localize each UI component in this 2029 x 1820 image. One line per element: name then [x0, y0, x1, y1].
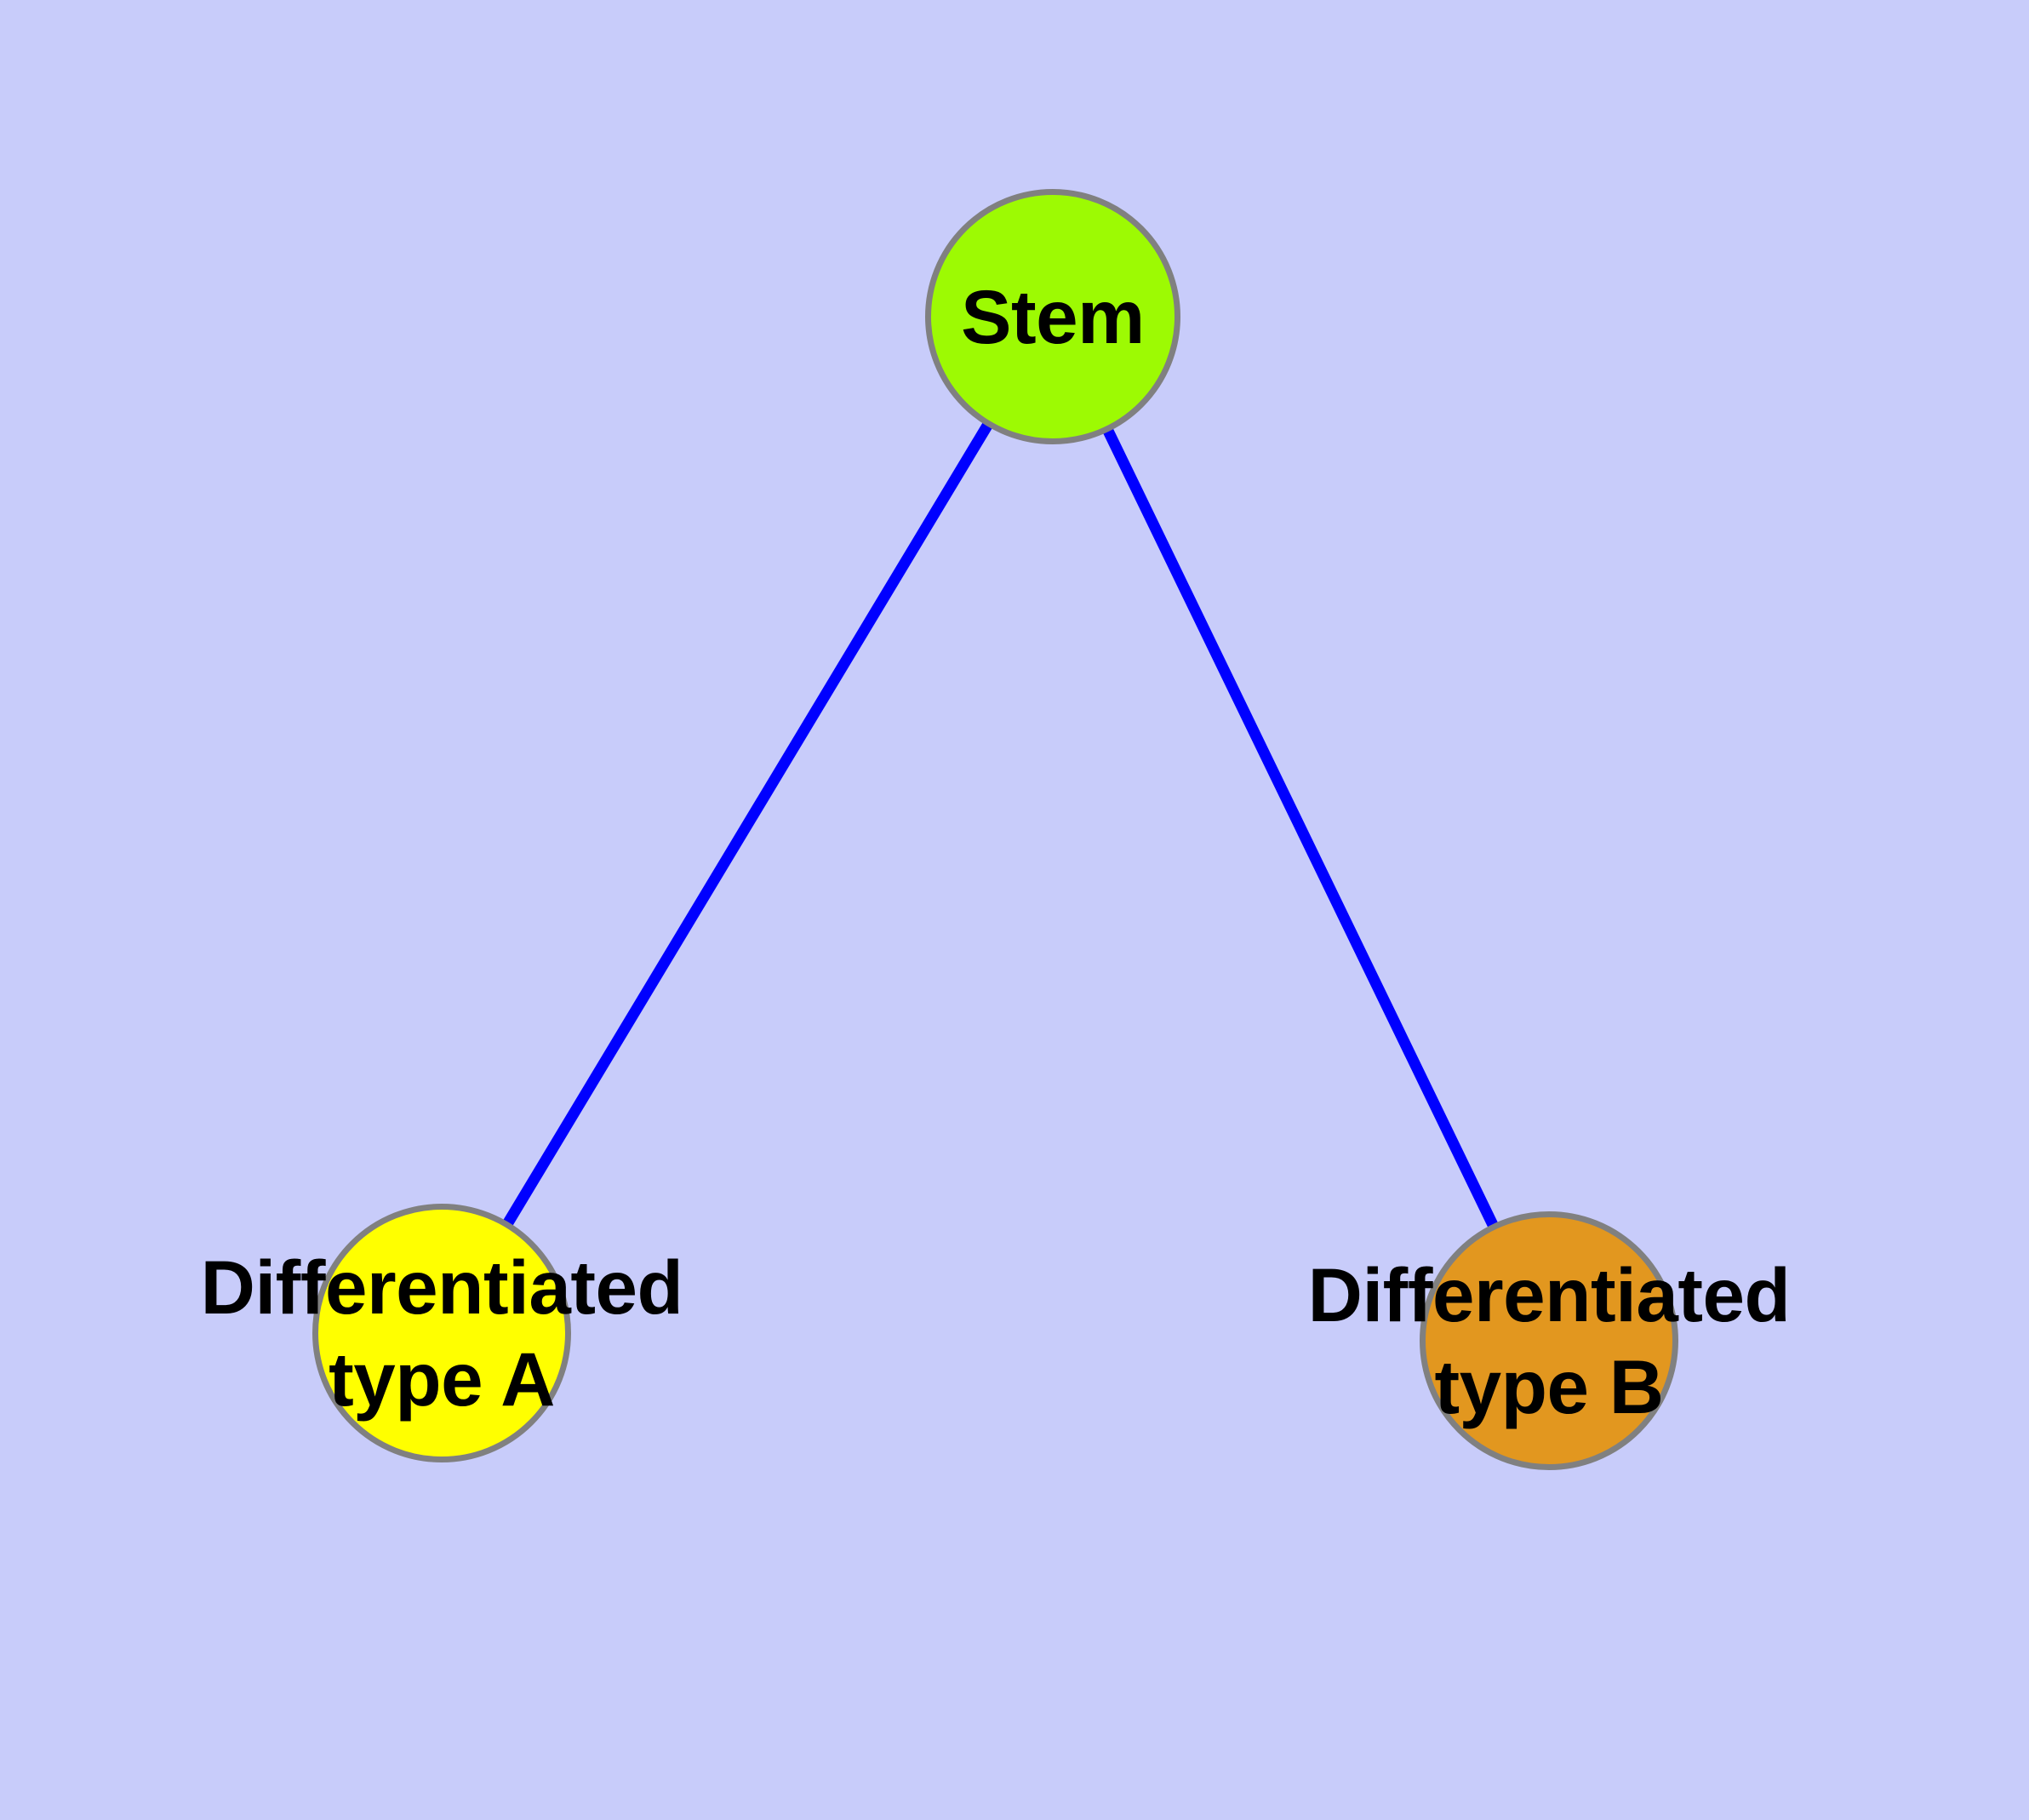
graph-edge-stem-to-b [1047, 311, 1555, 1347]
graph-node-diff_b[interactable] [1420, 1211, 1678, 1470]
edges-group [436, 311, 1555, 1347]
graph-node-diff_a[interactable] [312, 1204, 571, 1462]
nodes-group [312, 189, 1678, 1470]
graph-edge-stem-to-a [436, 311, 1059, 1339]
graph-node-stem[interactable] [925, 189, 1180, 444]
